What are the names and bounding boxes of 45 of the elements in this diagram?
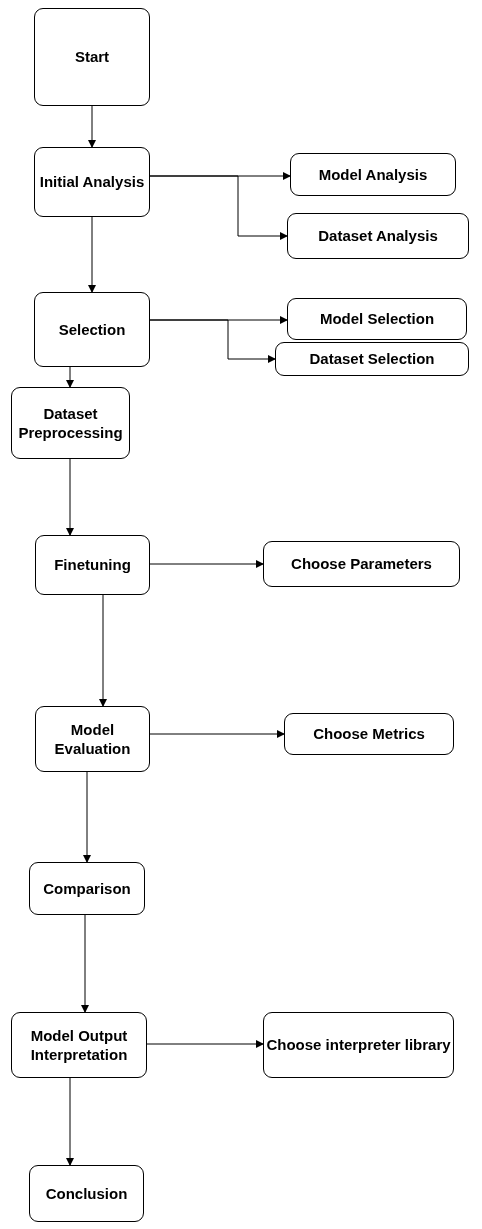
process-box [263, 541, 460, 587]
process-box [284, 713, 454, 755]
arrow [66, 366, 74, 388]
process-box [263, 1012, 454, 1078]
process-box [35, 706, 150, 772]
box-label: Model Selection [319, 309, 435, 329]
arrow [146, 1040, 264, 1048]
box-label: Dataset Analysis [318, 226, 438, 246]
arrow [81, 914, 89, 1013]
arrow [149, 319, 276, 363]
box-label: Choose Parameters [291, 554, 432, 574]
box-label: Model Output Interpretation [29, 1025, 129, 1065]
arrow [66, 1077, 74, 1166]
box-label: Finetuning [54, 555, 131, 575]
process-box [11, 387, 130, 459]
box-label: Conclusion [45, 1183, 128, 1204]
box-label: Selection [58, 319, 126, 340]
box-label: Choose interpreter library [266, 1035, 451, 1055]
process-box [34, 8, 150, 106]
box-label: Dataset Preprocessing [17, 403, 124, 443]
process-box [287, 298, 467, 340]
arrow [99, 594, 107, 707]
box-label: Initial Analysis [39, 172, 145, 192]
arrow [88, 216, 96, 293]
arrow [88, 105, 96, 148]
process-box [35, 535, 150, 595]
process-box [287, 213, 469, 259]
process-box [34, 147, 150, 217]
process-box [29, 862, 145, 915]
arrow [83, 771, 91, 863]
process-box [290, 153, 456, 196]
process-box [34, 292, 150, 367]
box-label: Dataset Selection [309, 349, 435, 369]
arrow [149, 730, 285, 738]
box-label: Start [74, 47, 110, 67]
process-box [275, 342, 469, 376]
arrow [149, 175, 288, 240]
box-label: Model Analysis [318, 164, 428, 185]
process-box [11, 1012, 147, 1078]
arrow [149, 560, 264, 568]
box-label: Model Evaluation [53, 719, 132, 759]
box-label: Comparison [43, 878, 131, 899]
arrow [66, 458, 74, 536]
box-label: Choose Metrics [313, 724, 425, 744]
process-box [29, 1165, 144, 1222]
